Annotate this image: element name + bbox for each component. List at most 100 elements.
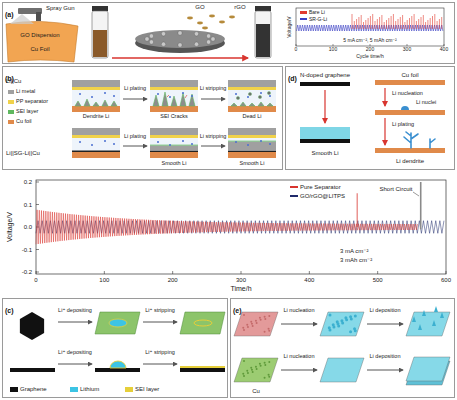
axis-tick (36, 271, 37, 274)
surface-texture (259, 363, 261, 365)
li-ion (157, 141, 159, 143)
surface-texture (268, 330, 270, 332)
li-ion (182, 92, 184, 94)
surface-texture (246, 370, 248, 372)
spray-cone (10, 14, 34, 24)
text-label: 3 mA cm⁻² (340, 248, 369, 254)
text-label: 100 (99, 277, 109, 283)
text-label: Li deposition (370, 308, 401, 314)
data-line (36, 210, 418, 244)
sample-cell (161, 42, 165, 46)
li-ion (182, 140, 184, 142)
rgo-dispersion-liquid (256, 24, 270, 57)
vial-cap (92, 6, 108, 11)
sample-cell (149, 40, 153, 44)
legend-entry: GO/rGO@LITPS (290, 193, 345, 199)
legend-swatch (70, 387, 78, 392)
surface-texture (252, 371, 254, 373)
text-label: Li stripping (200, 134, 227, 140)
text-label: Smooth Li (311, 150, 338, 156)
smooth-li-layer (150, 146, 198, 151)
legend-label: Lithium (80, 386, 99, 392)
legend-label: Li metal (16, 89, 35, 95)
li-dendrite (412, 306, 444, 330)
surface-texture (332, 323, 335, 326)
sg-layer (150, 151, 198, 153)
surface-texture (255, 366, 257, 368)
legend-label: Graphene (20, 386, 47, 392)
separator-layer (72, 135, 120, 138)
legend-entry: Lithium (70, 386, 99, 392)
panel-letter: (d) (288, 75, 297, 82)
li-ion (104, 140, 106, 142)
legend-swatch (8, 110, 14, 114)
sample-cell (206, 34, 210, 38)
sample-cell (178, 43, 182, 47)
li-ion (247, 96, 249, 98)
tick-label: 0.1 (24, 202, 32, 208)
sample-cell (194, 32, 198, 36)
legend-label: SEI layer (135, 386, 159, 392)
cu-foil-sheet (6, 21, 78, 62)
electrolyte (72, 138, 120, 152)
surface-texture (255, 320, 257, 322)
li-ion (191, 95, 193, 97)
text-label: Cu Foil (30, 46, 49, 52)
surface-texture (264, 318, 266, 320)
li-nucleus (401, 106, 409, 110)
li-ion (169, 96, 171, 98)
dead-li (248, 92, 251, 95)
text-label: Dead Li (243, 114, 262, 120)
electrolyte (72, 90, 120, 106)
sei-layer (150, 144, 198, 146)
li-ion (235, 141, 237, 143)
text-label: Li dendrite (396, 158, 424, 164)
sei-remnant (194, 320, 212, 326)
tick-label: 0.0 (24, 224, 32, 230)
axis-tick (172, 271, 173, 274)
text-label: Spray Gun (46, 5, 75, 11)
axis-tick (241, 271, 242, 274)
text-label: 300 (236, 277, 246, 283)
axis-tick (407, 44, 408, 46)
text-label: Li⁺ depositing (58, 308, 92, 314)
li-layer (406, 312, 450, 336)
panel-letter: (c) (5, 307, 14, 314)
legend-swatch (8, 100, 14, 104)
surface-texture (264, 331, 266, 333)
dead-li (258, 95, 261, 98)
text-label: Li⁺ depositing (58, 350, 92, 356)
process-arrow (384, 118, 385, 145)
separator-layer (150, 135, 198, 138)
text-label: GO Dispersion (20, 32, 59, 38)
separator-layer (228, 135, 276, 138)
li-ion (104, 92, 106, 94)
surface-texture (247, 372, 249, 374)
go-flake (229, 16, 235, 19)
surface-texture (349, 330, 352, 333)
cu-foil-layer (72, 152, 120, 158)
surface-texture (242, 373, 244, 375)
li-ion (260, 140, 262, 142)
cu-foil-layer (150, 152, 198, 158)
go-flake (187, 17, 193, 20)
smooth-li-layer (228, 142, 276, 151)
surface-texture (246, 324, 248, 326)
text-label: 200 (168, 277, 178, 283)
text-label: Cu (252, 388, 260, 394)
text-label: Li plating (124, 86, 146, 92)
li-ion (235, 93, 237, 95)
sample-cell (161, 32, 165, 36)
go-dispersion-liquid (93, 30, 107, 57)
surface-texture (247, 326, 249, 328)
legend-label: GO/rGO@LITPS (300, 193, 345, 199)
text-label: 300 (403, 47, 411, 52)
li-dendrite (231, 102, 273, 106)
li-metal-layer (228, 80, 276, 87)
process-arrow (112, 57, 248, 58)
sample-cell (206, 40, 210, 44)
process-arrow (58, 364, 92, 365)
text-label: Li||SG-Li||Cu (6, 150, 40, 156)
text-label: Time/h (230, 285, 251, 292)
